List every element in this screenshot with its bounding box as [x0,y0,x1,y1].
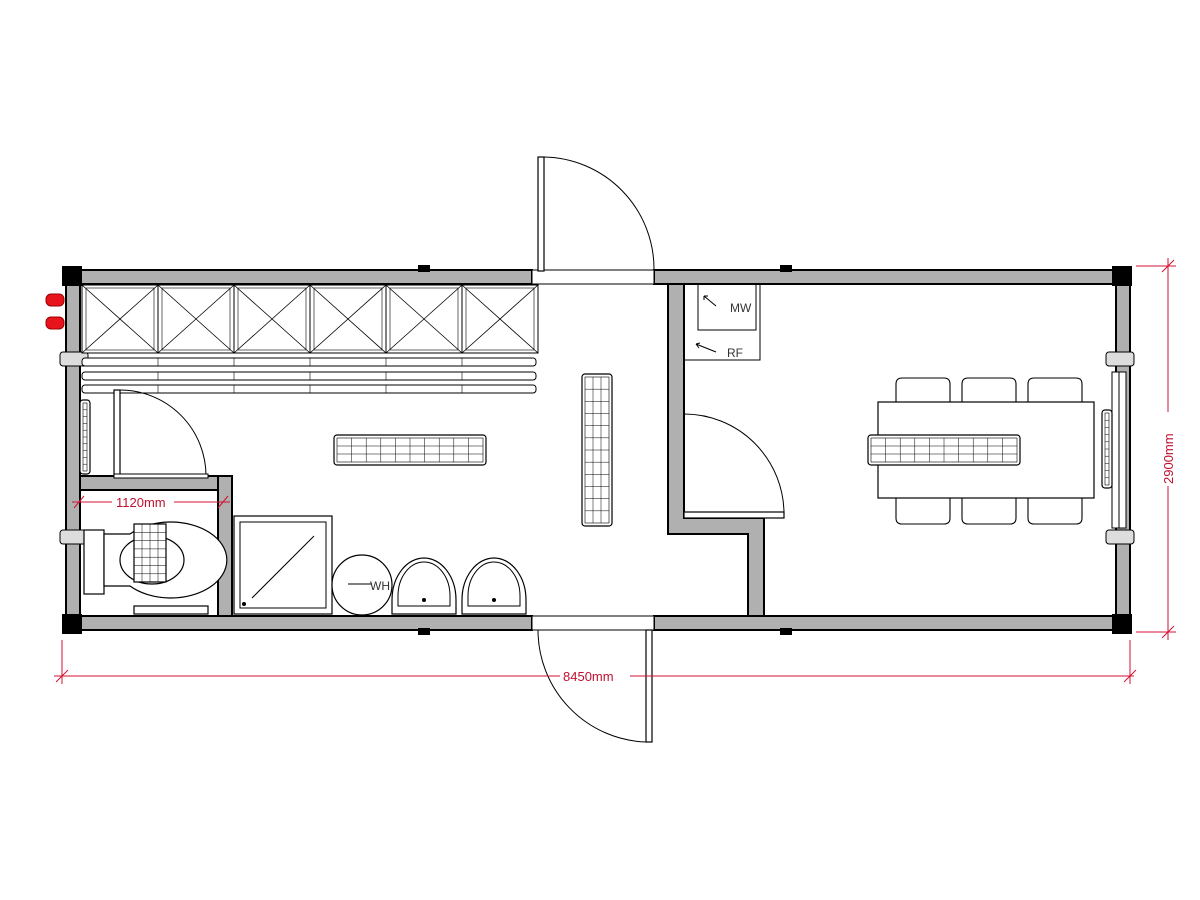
chair-bottom [961,496,1017,525]
gas-cylinders [45,293,65,330]
dining-chairs [895,377,1083,525]
wall-brackets [59,351,1135,545]
right-window [1111,371,1127,529]
chair-bottom [1027,496,1083,525]
storage-lockers [81,284,539,354]
chair-top [961,377,1017,404]
water-heater-label: WH [370,579,390,593]
chair-top [895,377,951,404]
dimension-toilet: 1120mm [72,494,230,510]
bench-rail [81,371,537,381]
shower-tray [233,515,333,615]
overall-length-label: 8450mm [563,669,614,684]
microwave-label: MW [730,301,752,315]
bottom-wall-left [65,615,533,631]
refrigerator-label: RF [727,346,743,360]
toilet-width-label: 1120mm [116,495,166,510]
radiator-vertical [581,373,613,527]
bench-rail [81,357,537,367]
radiator-horizontal [333,434,487,466]
bottom-wall-right [653,615,1131,631]
entrance-door-top[interactable] [531,156,655,285]
water-heater: WH [331,554,393,616]
dimension-length: 8450mm [54,640,1137,684]
interior-partition [667,283,785,617]
chair-bottom [895,496,951,525]
chair-top [1027,377,1083,404]
left-radiator [79,399,91,475]
kitchen-counter: MW RF [684,284,761,361]
left-wall [65,269,81,631]
overall-width-label: 2900mm [1161,433,1176,484]
corner-posts [62,265,1132,635]
washbasin-1 [391,557,457,615]
benches [81,357,537,394]
top-wall-left [65,269,533,285]
radiator-dining [867,434,1021,466]
bench-rail [81,384,537,394]
washbasin-2 [461,557,527,615]
entrance-door-bottom[interactable] [531,615,655,743]
right-radiator [1101,409,1113,489]
dimension-width: 2900mm [1136,258,1176,640]
top-wall-right [653,269,1131,285]
toilet [83,521,228,615]
